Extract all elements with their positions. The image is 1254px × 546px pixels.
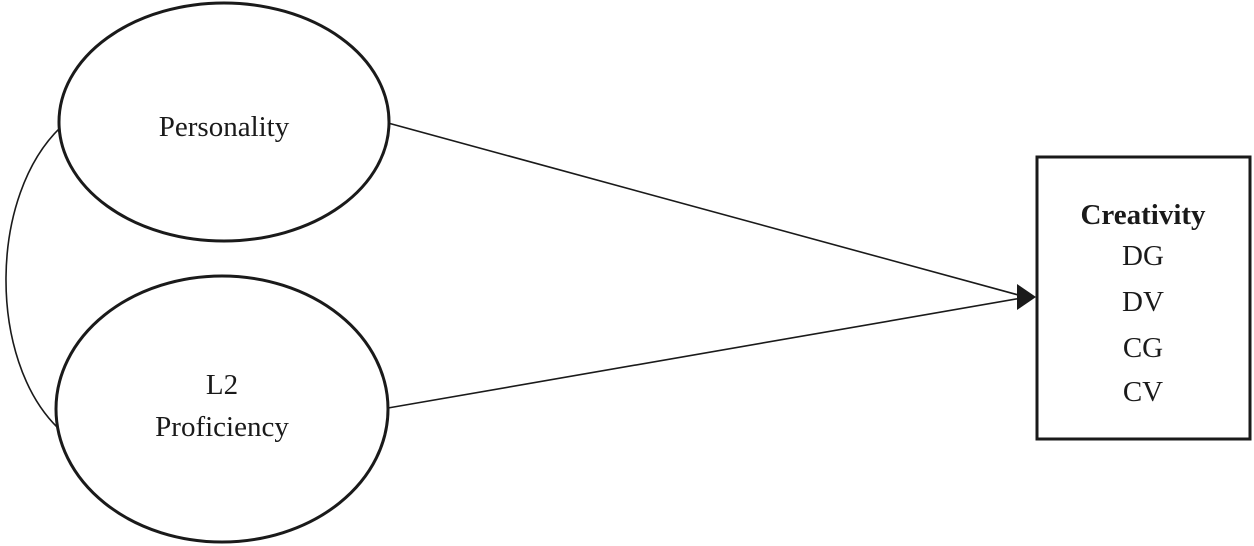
node-l2-proficiency: L2 Proficiency <box>54 274 390 544</box>
creativity-item-cg: CG <box>1123 332 1163 364</box>
l2-proficiency-ellipse <box>54 274 390 544</box>
path-l2-to-creativity <box>387 297 1023 409</box>
creativity-title: Creativity <box>1080 199 1206 231</box>
node-personality: Personality <box>57 1 391 243</box>
l2-proficiency-label-line-1: L2 <box>206 369 238 401</box>
correlation-curve <box>5 125 63 429</box>
l2-proficiency-label-line-2: Proficiency <box>155 411 289 443</box>
creativity-item-cv: CV <box>1123 376 1163 408</box>
personality-ellipse <box>57 1 391 243</box>
node-creativity: Creativity DG DV CG CV <box>1035 155 1252 441</box>
creativity-item-dg: DG <box>1122 240 1164 272</box>
creativity-item-dv: DV <box>1122 286 1164 318</box>
path-personality-to-creativity <box>387 122 1023 297</box>
creativity-box <box>1035 155 1252 441</box>
arrowhead-icon <box>1017 284 1036 310</box>
personality-label: Personality <box>159 111 290 143</box>
